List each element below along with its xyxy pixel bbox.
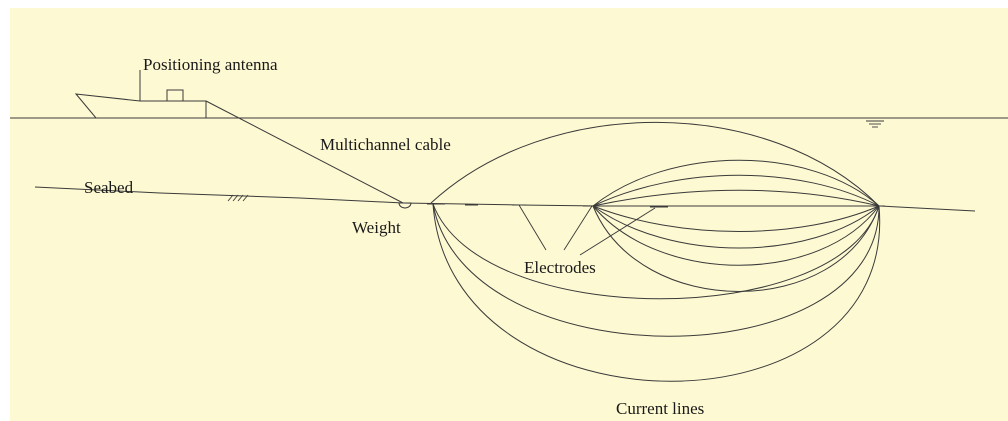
- electrode-marks: [427, 203, 885, 208]
- current-line: [592, 174, 880, 207]
- ship-icon: [74, 70, 207, 119]
- current-line: [432, 203, 881, 382]
- electrodes-label: Electrodes: [524, 258, 596, 277]
- current-line: [592, 205, 880, 266]
- weight-icon: [398, 202, 412, 209]
- water-level-symbol: [866, 120, 884, 128]
- seabed-hatch: [227, 194, 249, 202]
- multichannel-cable: [205, 100, 404, 204]
- current-line: [592, 205, 880, 292]
- weight-label: Weight: [352, 218, 401, 237]
- positioning-antenna-label: Positioning antenna: [143, 55, 278, 74]
- diagram-background: [10, 8, 1008, 421]
- current-line: [432, 203, 880, 337]
- current-line: [432, 203, 880, 300]
- electrode-leader-lines: [518, 204, 656, 256]
- current-line: [592, 205, 880, 232]
- current-line: [592, 189, 880, 207]
- current-line: [430, 121, 880, 207]
- multichannel-cable-label: Multichannel cable: [320, 135, 451, 154]
- seabed-label: Seabed: [84, 178, 134, 197]
- current-lines-label: Current lines: [616, 399, 704, 418]
- current-line: [592, 205, 880, 249]
- current-line: [592, 159, 880, 207]
